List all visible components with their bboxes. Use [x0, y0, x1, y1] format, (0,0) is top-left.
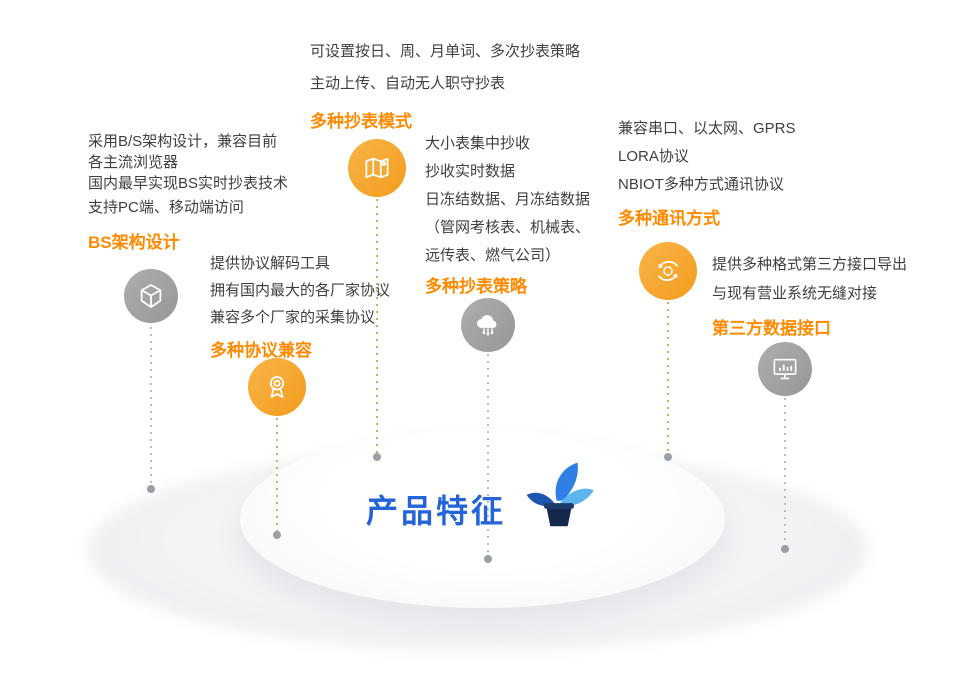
feature-title: 第三方数据接口: [712, 319, 831, 338]
feature-reading-strategy: 大小表集中抄收 抄收实时数据 日冻结数据、月冻结数据 （管网考核表、机械表、 远…: [425, 135, 675, 297]
feature-line: 远传表、燃气公司）: [425, 247, 561, 264]
feature-bs-architecture: 采用B/S架构设计，兼容目前 各主流浏览器 国内最早实现BS实时抄表技术 支持P…: [88, 133, 338, 253]
connector-line: [150, 327, 152, 485]
feature-line: 日冻结数据、月冻结数据: [425, 191, 591, 208]
feature-line: 抄收实时数据: [425, 163, 516, 180]
cube-icon: [136, 281, 166, 311]
feature-line: 兼容多个厂家的采集协议: [210, 309, 376, 326]
connector-line: [487, 354, 489, 556]
feature-line: 国内最早实现BS实时抄表技术: [88, 175, 289, 192]
platform-ellipse-inner: [240, 430, 725, 608]
connector-dot: [147, 485, 155, 493]
map-icon: [362, 153, 392, 183]
connector-dot: [273, 531, 281, 539]
feature-icon-circle: [639, 242, 697, 300]
feature-line: 支持PC端、移动端访问: [88, 199, 244, 216]
connector-dot: [373, 453, 381, 461]
feature-icon-circle: [461, 298, 515, 352]
feature-line: NBIOT多种方式通讯协议: [618, 176, 784, 193]
feature-title: 多种通讯方式: [618, 209, 720, 228]
feature-reading-modes: 可设置按日、周、月单词、多次抄表策略 主动上传、自动无人职守抄表 多种抄表模式: [310, 43, 640, 132]
monitor-chart-icon: [770, 354, 800, 384]
connector-dot: [484, 555, 492, 563]
feature-line: 采用B/S架构设计，兼容目前: [88, 133, 278, 150]
connector-line: [667, 302, 669, 454]
page-title: 产品特征: [366, 493, 507, 529]
feature-line: 拥有国内最大的各厂家协议: [210, 282, 391, 299]
feature-icon-circle: [758, 342, 812, 396]
feature-protocol-compat: 提供协议解码工具 拥有国内最大的各厂家协议 兼容多个厂家的采集协议 多种协议兼容: [210, 255, 460, 361]
feature-icon-circle: [124, 269, 178, 323]
connector-dot: [664, 453, 672, 461]
feature-line: 大小表集中抄收: [425, 135, 531, 152]
connector-dot: [781, 545, 789, 553]
feature-line: 各主流浏览器: [88, 154, 179, 171]
feature-title: BS架构设计: [88, 233, 180, 252]
feature-line: LORA协议: [618, 148, 689, 165]
feature-line: 可设置按日、周、月单词、多次抄表策略: [310, 43, 581, 60]
plant-icon: [522, 458, 596, 537]
connector-line: [784, 398, 786, 546]
medal-icon: [262, 372, 292, 402]
connector-line: [376, 199, 378, 453]
feature-title: 多种抄表策略: [425, 277, 527, 296]
feature-line: 提供多种格式第三方接口导出: [712, 256, 908, 273]
feature-title: 多种抄表模式: [310, 112, 412, 131]
feature-line: 与现有营业系统无缝对接: [712, 285, 878, 302]
feature-title: 多种协议兼容: [210, 341, 312, 360]
feature-third-party-api: 提供多种格式第三方接口导出 与现有营业系统无缝对接 第三方数据接口: [712, 256, 962, 339]
feature-icon-circle: [348, 139, 406, 197]
feature-icon-circle: [248, 358, 306, 416]
feature-line: 兼容串口、以太网、GPRS: [618, 120, 796, 137]
sync-arrows-icon: [652, 255, 684, 287]
feature-line: 主动上传、自动无人职守抄表: [310, 75, 506, 92]
feature-comm-methods: 兼容串口、以太网、GPRS LORA协议 NBIOT多种方式通讯协议 多种通讯方…: [618, 120, 898, 229]
feature-line: 提供协议解码工具: [210, 255, 331, 272]
cloud-network-icon: [472, 309, 504, 341]
connector-line: [276, 418, 278, 533]
feature-line: （管网考核表、机械表、: [425, 219, 591, 236]
